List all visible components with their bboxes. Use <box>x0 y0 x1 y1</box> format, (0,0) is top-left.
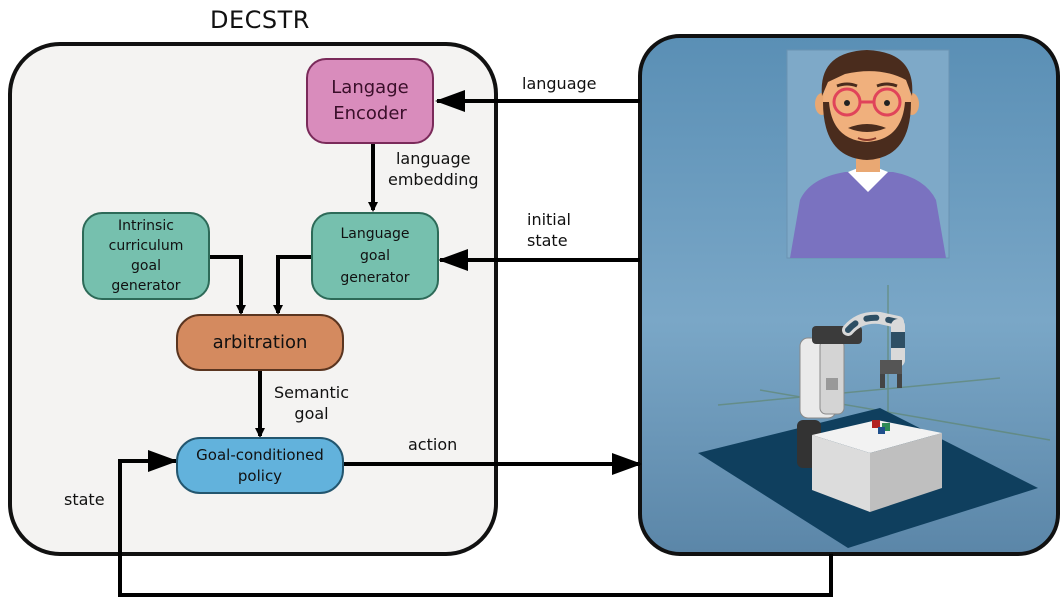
embedding-line-2: embedding <box>388 170 479 189</box>
language-goal-line-1: Language <box>340 226 410 242</box>
initial-state-label: initial state <box>527 209 571 251</box>
language-goal-line-3: generator <box>340 270 410 286</box>
diagram-title: DECSTR <box>210 6 310 34</box>
encoder-line-1: Langage <box>331 77 409 98</box>
embedding-line-1: language <box>395 149 471 168</box>
initial-state-line-2: state <box>527 231 568 250</box>
language-label-text: language <box>522 74 597 93</box>
language-embedding-label: language embedding <box>388 148 478 190</box>
environment-panel <box>638 34 1060 556</box>
semantic-goal-line-2: goal <box>294 404 329 423</box>
encoder-line-2: Encoder <box>333 103 407 124</box>
policy-line-2: policy <box>237 466 283 485</box>
arrows <box>118 90 833 597</box>
langage-encoder-node: Langage Encoder <box>306 58 434 144</box>
action-label-text: action <box>408 435 458 454</box>
language-label: language <box>522 73 597 94</box>
language-arbitration-arrow <box>273 255 311 315</box>
state-label-text: state <box>64 490 105 509</box>
semantic-goal-line-1: Semantic <box>274 383 350 402</box>
initial-state-line-1: initial <box>527 210 571 229</box>
arbitration-label: arbitration <box>212 332 308 353</box>
intrinsic-line-4: generator <box>111 278 181 294</box>
state-label: state <box>64 489 105 510</box>
person-avatar-icon <box>786 49 950 259</box>
policy-line-1: Goal-conditioned <box>196 445 324 464</box>
robot-arm-icon <box>797 311 905 468</box>
intrinsic-arbitration-arrow <box>208 255 246 315</box>
state-arrow <box>118 450 833 597</box>
table-with-cubes-icon <box>812 420 942 512</box>
semantic-goal-label: Semantic goal <box>274 382 349 424</box>
action-label: action <box>408 434 457 455</box>
language-goal-generator-node: Language goal generator <box>311 212 439 300</box>
language-goal-line-2: goal <box>360 248 390 264</box>
intrinsic-line-3: goal <box>131 258 161 274</box>
goal-conditioned-policy-node: Goal-conditioned policy <box>176 437 344 494</box>
intrinsic-line-1: Intrinsic <box>118 218 174 234</box>
intrinsic-curriculum-goal-generator-node: Intrinsic curriculum goal generator <box>82 212 210 300</box>
arbitration-node: arbitration <box>176 314 344 371</box>
intrinsic-line-2: curriculum <box>108 238 184 254</box>
